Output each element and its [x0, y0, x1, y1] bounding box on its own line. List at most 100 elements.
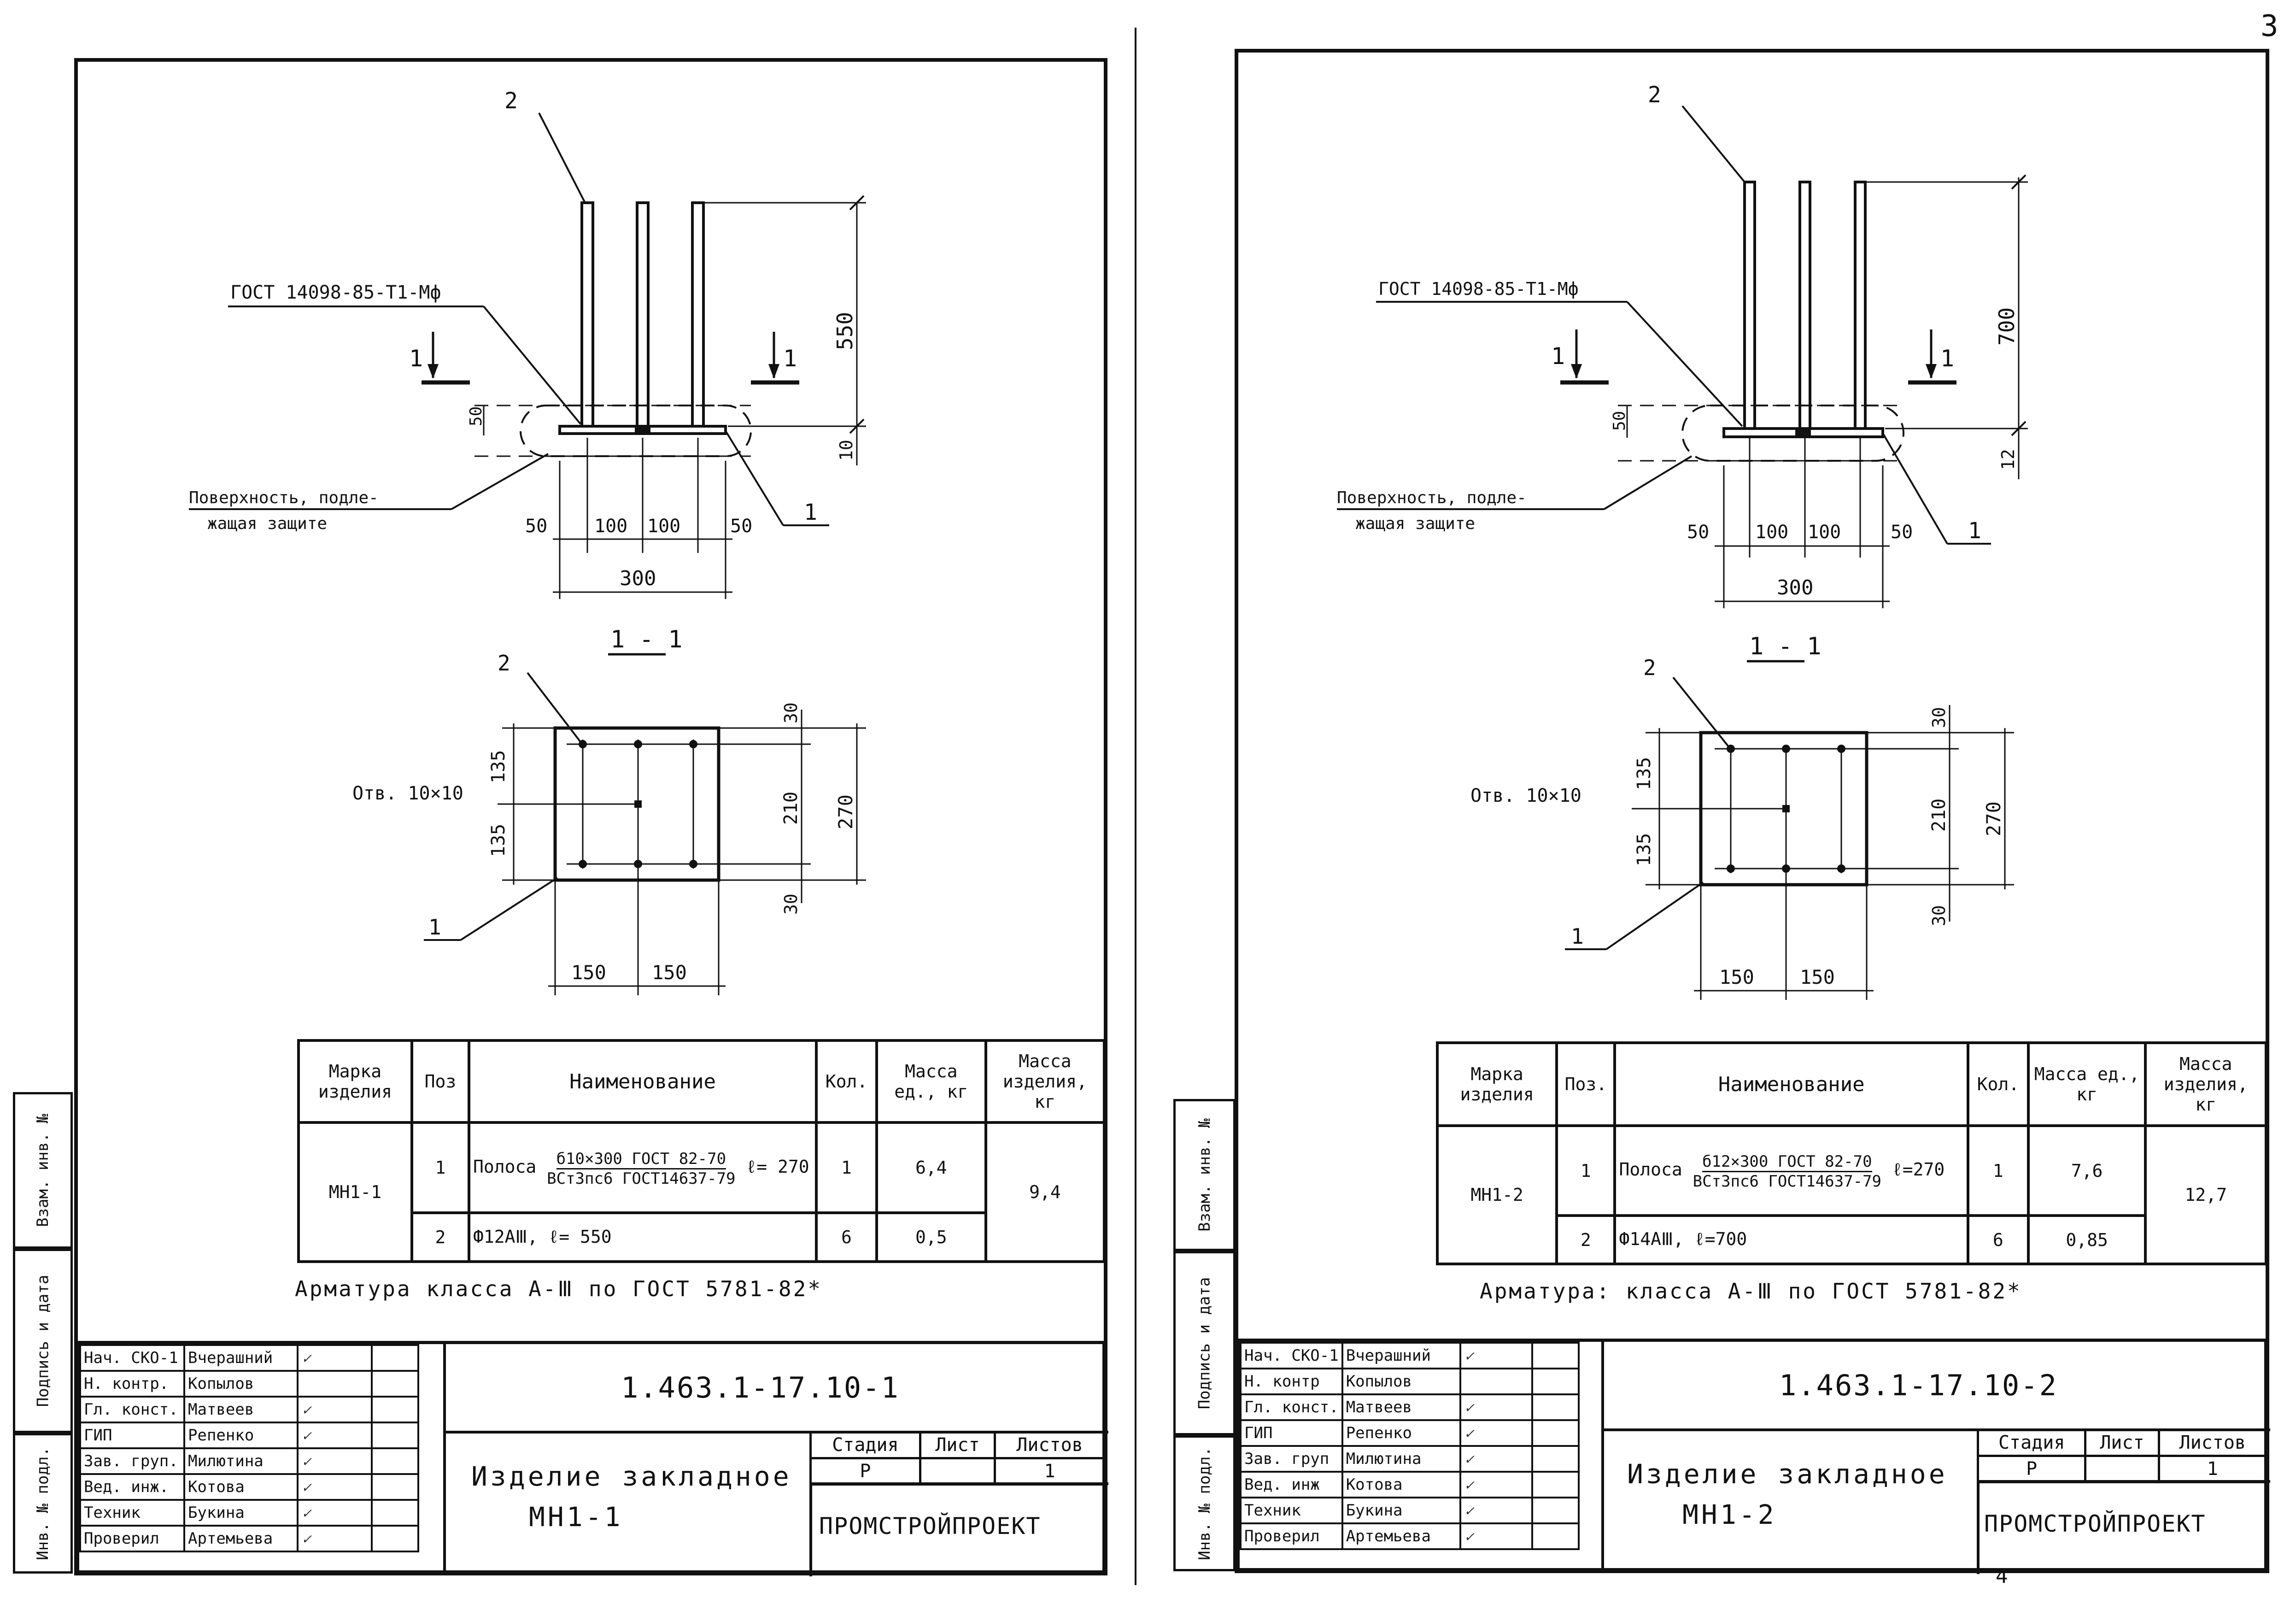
plan-callout-rebar: 2: [498, 651, 510, 676]
row-qty: 1: [815, 1121, 878, 1214]
plan-dim-bottom-1: 150: [571, 961, 606, 984]
plan-dim-left-1: 135: [1634, 757, 1655, 790]
plan-callout-plate: 1: [1571, 924, 1584, 949]
sheet-head: Лист: [2084, 1428, 2160, 1457]
callout-plate: 1: [1968, 518, 1981, 544]
row-qty: 1: [1966, 1124, 2030, 1217]
header-pos: Поз: [410, 1039, 470, 1124]
dim-bottom-3: 100: [1808, 522, 1841, 543]
dim-width: 300: [1777, 576, 1813, 599]
dim-bar-height: 700: [1994, 307, 2019, 346]
staff-role: Гл. конст.: [79, 1396, 185, 1423]
staff-row: Гл. конст.Матвеев✓: [1240, 1393, 1580, 1421]
staff-name: Матвеев: [183, 1396, 299, 1423]
staff-role: Зав. груп: [1240, 1445, 1343, 1473]
surface-label-2: жащая защите: [207, 514, 327, 533]
staff-name: Артемьева: [1341, 1522, 1461, 1550]
spine-label: Инв. № подл.: [34, 1446, 53, 1560]
staff-role: Гл. конст.: [1240, 1393, 1343, 1421]
signature: ✓: [1464, 1426, 1475, 1441]
row-qty: 6: [815, 1211, 878, 1263]
protected-surface-outline: [1681, 405, 1904, 462]
plan-callout-rebar: 2: [1643, 655, 1656, 680]
section-mark-right: 1: [783, 345, 797, 372]
staff-row: Н. контр.Копылов: [79, 1370, 419, 1398]
desc-fraction: б10×300 ГОСТ 82-70 ВСт3пс6 ГОСТ14637-79: [547, 1148, 735, 1188]
staff-name: Вчерашний: [1341, 1342, 1461, 1369]
sheet-value: [919, 1457, 996, 1486]
staff-row: Вед. инж.Котова✓: [79, 1473, 419, 1501]
name-cell: Изделие закладное МН1-1: [443, 1431, 812, 1574]
signature: ✓: [301, 1532, 312, 1547]
product-mark: МН1-2: [1435, 1124, 1558, 1265]
section-mark-left: 1: [1551, 343, 1565, 370]
plan-dim-bottom-1: 150: [1719, 966, 1754, 988]
header-name: Наименование: [1613, 1041, 1969, 1127]
row-description: Полоса б10×300 ГОСТ 82-70 ВСт3пс6 ГОСТ14…: [467, 1121, 818, 1214]
weld-gost-label: ГОСТ 14098-85-Т1-Мф: [230, 282, 441, 303]
plan-dim-outer: 270: [834, 794, 857, 829]
row-pos: 1: [410, 1121, 470, 1214]
sheets-head: Листов: [2157, 1428, 2268, 1457]
plan-dim-right-top: 30: [781, 702, 801, 723]
stage-value: Р: [809, 1457, 921, 1486]
signature: ✓: [301, 1403, 312, 1418]
rebar-bar: [636, 201, 650, 430]
row-description: Ф14АⅢ, ℓ=700: [1613, 1214, 1969, 1265]
reinforcement-note: Арматура класса А-Ⅲ по ГОСТ 5781-82*: [295, 1276, 823, 1301]
row-mass: 7,6: [2027, 1124, 2147, 1217]
document-code: 1.463.1-17.10-1: [621, 1371, 900, 1404]
rebar-bar: [1798, 181, 1811, 432]
row-mass: 0,85: [2027, 1214, 2147, 1265]
stage-value: Р: [1976, 1455, 2087, 1483]
staff-name: Репенко: [183, 1422, 299, 1449]
section-title: 1 - 1: [610, 626, 683, 653]
sheets-value: 1: [994, 1457, 1106, 1486]
sheets-head: Листов: [994, 1431, 1106, 1459]
signature: ✓: [301, 1480, 312, 1495]
plan-dim-inner: 210: [780, 792, 802, 825]
plan-dim-outer: 270: [1982, 801, 2005, 836]
row-description: Ф12АⅢ, ℓ= 550: [467, 1211, 818, 1263]
header-mass-total: Масса изделия, кг: [984, 1039, 1106, 1124]
plan-dim-right-top: 30: [1929, 707, 1949, 728]
plan-dim-bottom-2: 150: [1800, 966, 1835, 988]
section-title: 1 - 1: [1749, 633, 1822, 660]
spine-sign-date: Подпись и дата: [1173, 1251, 1236, 1435]
header-name: Наименование: [467, 1039, 818, 1124]
table-row: МН1-1 1 Полоса б10×300 ГОСТ 82-70 ВСт3пс…: [297, 1121, 1106, 1263]
staff-role: Проверил: [1240, 1522, 1343, 1550]
header-mass-unit: Масса ед., кг: [875, 1039, 987, 1124]
dim-weld-zone: 50: [1610, 411, 1629, 431]
staff-role: Н. контр: [1240, 1368, 1343, 1395]
dim-width: 300: [620, 567, 656, 590]
plan-view: 2 Отв. 10×10 135 135 30 210 30 270: [352, 651, 866, 995]
spine-label: Подпись и дата: [34, 1275, 53, 1407]
center-hole: [635, 426, 650, 434]
row-qty: 6: [1966, 1214, 2030, 1265]
desc-top: б12×300 ГОСТ 82-70: [1702, 1152, 1872, 1172]
staff-role: Техник: [79, 1499, 185, 1527]
staff-name: Милютина: [183, 1447, 299, 1475]
spine-label: Инв. № подл.: [1195, 1446, 1214, 1560]
signature: ✓: [301, 1506, 312, 1521]
total-mass: 9,4: [984, 1121, 1106, 1263]
signature: ✓: [1464, 1478, 1475, 1493]
center-hole: [1795, 429, 1811, 437]
staff-name: Букина: [183, 1499, 299, 1527]
plan-callout-plate: 1: [428, 915, 441, 940]
surface-label-1: Поверхность, подле-: [1337, 488, 1527, 507]
rebar-bar: [691, 201, 705, 430]
dim-bar-height: 550: [832, 312, 857, 350]
spine-label: Взам. инв. №: [34, 1114, 53, 1227]
plan-hole-label: Отв. 10×10: [352, 783, 463, 804]
